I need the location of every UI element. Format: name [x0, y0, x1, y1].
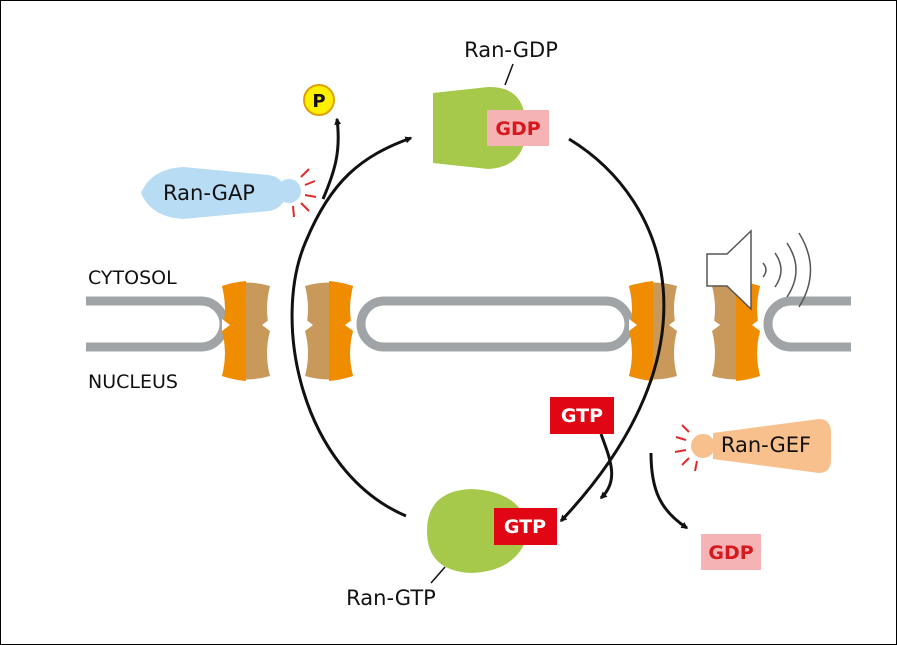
gdp-release-arrow	[649, 452, 689, 530]
nuclear-pore-2	[305, 281, 353, 381]
gtp-entry-arrow	[599, 433, 614, 500]
gtp-bound-label: GTP	[504, 516, 546, 538]
cycle-arrow-left	[290, 136, 413, 518]
ran-gap-activity-icon	[292, 168, 317, 218]
gdp-bound-box	[487, 110, 549, 146]
gdp-released-label: GDP	[708, 542, 753, 564]
nucleus-label: NUCLEUS	[88, 371, 178, 393]
ran-gef-activity-icon	[674, 424, 698, 472]
ran-gdp-leader	[504, 63, 514, 86]
gdp-released: GDP	[701, 534, 761, 570]
ran-gtp-label: Ran-GTP	[346, 586, 436, 610]
gtp-bound-box	[494, 508, 557, 545]
phosphate: P	[303, 84, 335, 116]
speaker-icon[interactable]	[706, 229, 812, 311]
phosphate-label: P	[312, 91, 325, 112]
ran-gap-protein: Ran-GAP	[141, 167, 317, 219]
nuclear-pores	[222, 281, 760, 381]
nuclear-pore-1	[222, 281, 270, 381]
gtp-free: GTP	[550, 397, 614, 434]
nuclear-pore-3	[629, 281, 677, 381]
membrane-left	[86, 296, 229, 352]
cytosol-label: CYTOSOL	[88, 267, 177, 289]
gdp-bound-label: GDP	[495, 118, 540, 140]
phosphate-release-arrow	[321, 117, 342, 200]
ran-gef-label: Ran-GEF	[721, 433, 811, 457]
ran-gef-protein: Ran-GEF	[674, 419, 831, 473]
gtp-free-label: GTP	[561, 405, 603, 427]
cycle-arrows	[290, 117, 689, 530]
ran-gtp-protein: GTP Ran-GTP	[346, 489, 557, 610]
ran-gap-label: Ran-GAP	[163, 181, 255, 205]
ran-gtp-leader	[430, 566, 446, 584]
ran-gdp-label: Ran-GDP	[464, 38, 558, 62]
membrane-right	[763, 296, 851, 352]
nuclear-pore-4	[712, 281, 760, 381]
ran-gdp-protein: GDP Ran-GDP	[433, 38, 558, 169]
cycle-arrow-right	[559, 137, 666, 523]
membrane-middle	[356, 296, 634, 352]
